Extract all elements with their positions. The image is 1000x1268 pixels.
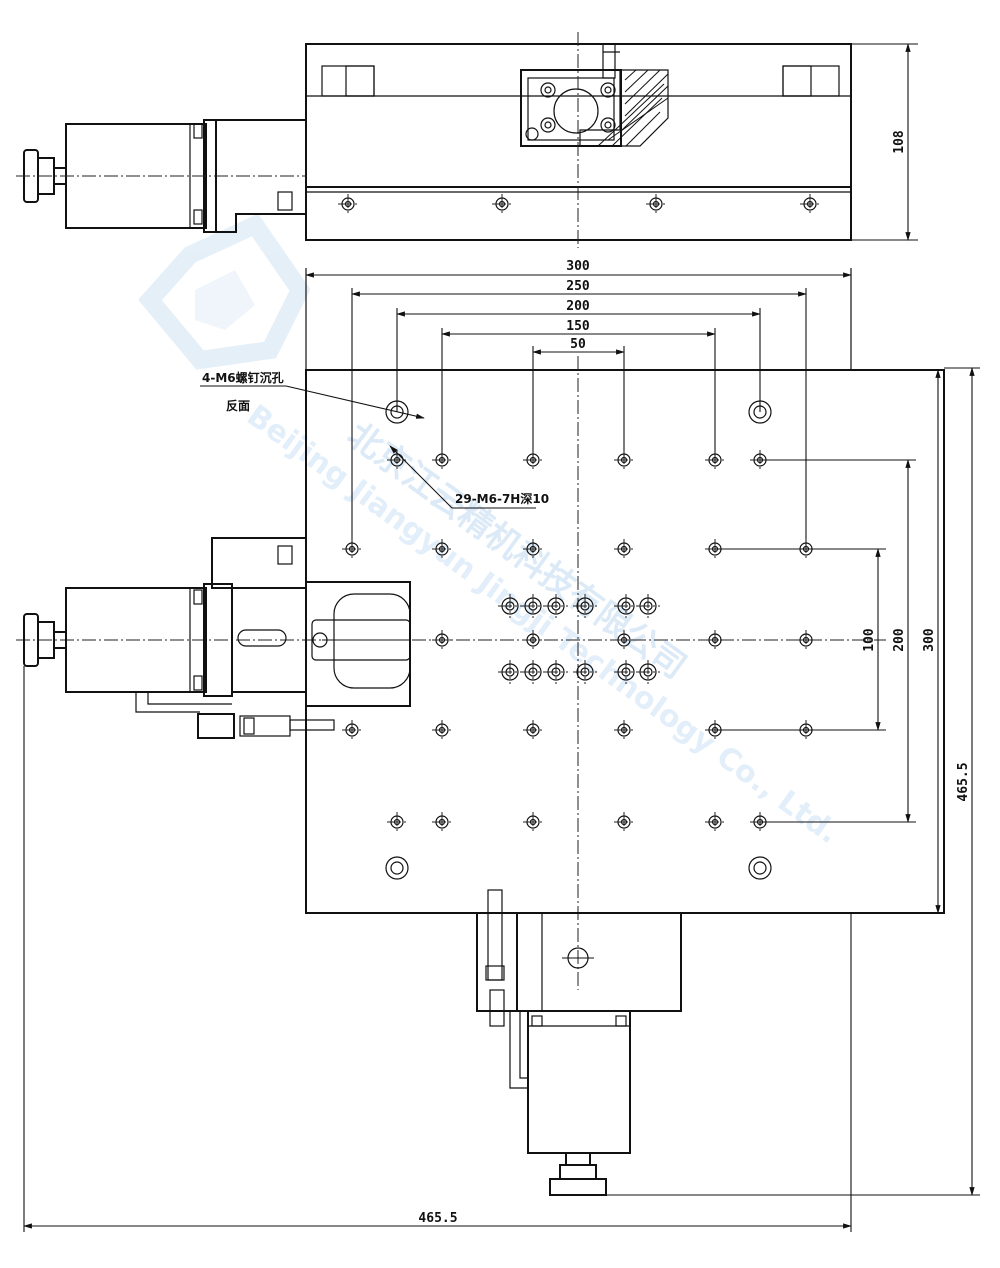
- dim-200-right: 200: [892, 628, 907, 652]
- threaded-hole: [432, 630, 452, 650]
- threaded-hole: [523, 539, 543, 559]
- overall-width-dimension: 465.5: [23, 666, 852, 1232]
- threaded-hole: [614, 539, 634, 559]
- threaded-hole: [342, 720, 362, 740]
- threaded-hole: [796, 630, 816, 650]
- cluster-hole: [573, 594, 597, 618]
- dim-200-top: 200: [566, 299, 590, 314]
- threaded-hole: [523, 450, 543, 470]
- top-view-holes: [338, 194, 820, 214]
- dim-50: 50: [570, 337, 586, 352]
- top-left-slot: [321, 65, 375, 97]
- dim-465-horizontal: 465.5: [418, 1211, 457, 1226]
- dim-300-right: 300: [922, 628, 937, 652]
- threaded-hole: [523, 630, 543, 650]
- threaded-hole: [432, 450, 452, 470]
- threaded-hole: [432, 720, 452, 740]
- dim-250: 250: [566, 279, 590, 294]
- threaded-hole: [614, 450, 634, 470]
- bottom-motor: [476, 889, 682, 1196]
- threaded-hole: [614, 720, 634, 740]
- threaded-hole: [523, 812, 543, 832]
- center-hole-cluster: [498, 594, 660, 684]
- cluster-hole: [521, 660, 545, 684]
- threaded-hole: [432, 539, 452, 559]
- cluster-hole: [636, 660, 660, 684]
- counterbore-holes: [385, 400, 772, 880]
- cluster-hole: [544, 594, 568, 618]
- note-counterbore: 4-M6螺钉沉孔: [202, 370, 284, 385]
- threaded-hole: [705, 450, 725, 470]
- threaded-hole: [614, 630, 634, 650]
- threaded-hole: [523, 720, 543, 740]
- dim-150: 150: [566, 319, 590, 334]
- dim-300-top: 300: [566, 259, 590, 274]
- dim-465-vertical: 465.5: [956, 762, 971, 801]
- threaded-hole: [432, 812, 452, 832]
- cluster-hole: [498, 660, 522, 684]
- top-center-mechanism: [520, 43, 669, 147]
- cluster-hole: [573, 660, 597, 684]
- note-reverse-side: 反面: [226, 398, 250, 413]
- cluster-hole: [636, 594, 660, 618]
- cluster-hole: [498, 594, 522, 618]
- dim-100-right: 100: [862, 628, 877, 652]
- annotations: 4-M6螺钉沉孔 反面 29-M6-7H深10: [200, 370, 549, 509]
- left-slot-feature: [306, 581, 411, 707]
- vertical-dimensions: 100 200 300 465.5: [606, 367, 980, 1196]
- horizontal-dimensions: 300 250 200 150 50: [305, 259, 852, 548]
- top-view: 108: [16, 32, 918, 248]
- cluster-hole: [614, 594, 638, 618]
- watermark-logo: [138, 213, 311, 370]
- threaded-hole: [342, 539, 362, 559]
- left-motor: [23, 537, 335, 739]
- watermark-english: Beijing Jiangyun Jingji Technology Co., …: [240, 398, 845, 851]
- threaded-hole: [614, 812, 634, 832]
- threaded-hole: [705, 630, 725, 650]
- dim-108: 108: [892, 130, 907, 154]
- cluster-hole: [544, 660, 568, 684]
- front-view: 300 250 200 150 50: [16, 259, 980, 1232]
- note-threaded-holes: 29-M6-7H深10: [455, 491, 549, 506]
- threaded-hole: [387, 812, 407, 832]
- cluster-hole: [614, 660, 638, 684]
- threaded-hole: [705, 812, 725, 832]
- cluster-hole: [521, 594, 545, 618]
